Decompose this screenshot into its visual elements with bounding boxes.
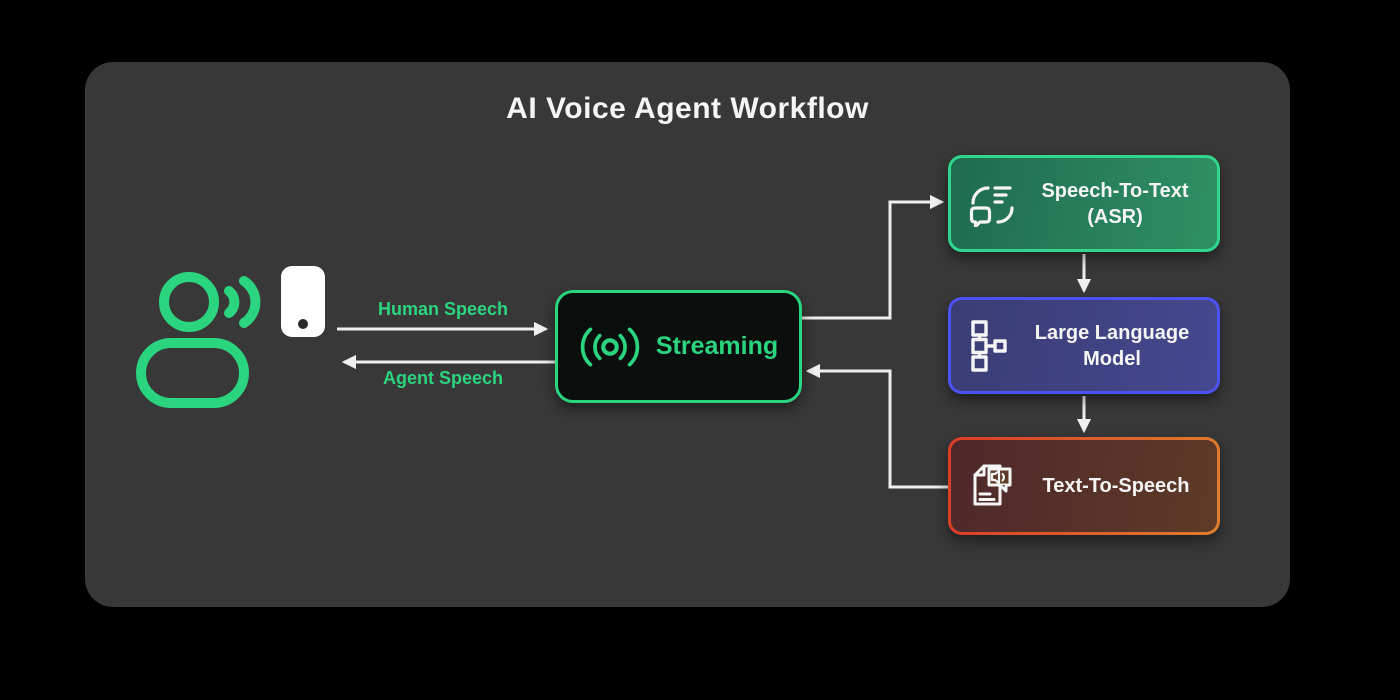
streaming-label: Streaming: [655, 332, 779, 360]
document-audio-icon: [973, 464, 1012, 506]
node-streaming: Streaming: [555, 290, 802, 403]
node-speech-to-text: Speech-To-Text (ASR): [948, 155, 1220, 252]
tts-label: Text-To-Speech: [1042, 474, 1190, 497]
node-large-language-model: Large Language Model: [948, 297, 1220, 394]
node-text-to-speech: Text-To-Speech: [948, 437, 1220, 535]
page-title: AI Voice Agent Workflow: [506, 92, 869, 125]
stt-sublabel: (ASR): [1087, 205, 1143, 228]
phone-icon: [281, 266, 325, 337]
agent-speech-label: Agent Speech: [382, 368, 504, 388]
stt-label: Speech-To-Text: [1041, 179, 1189, 202]
llm-label: Large Language Model: [1034, 321, 1190, 370]
broadcast-icon: [580, 327, 640, 366]
human-speech-label: Human Speech: [377, 299, 509, 319]
user-speaking-icon: [136, 272, 261, 408]
phone-home-dot: [298, 319, 308, 329]
transcript-icon: [969, 185, 1014, 227]
flowchart-icon: [971, 319, 1007, 372]
